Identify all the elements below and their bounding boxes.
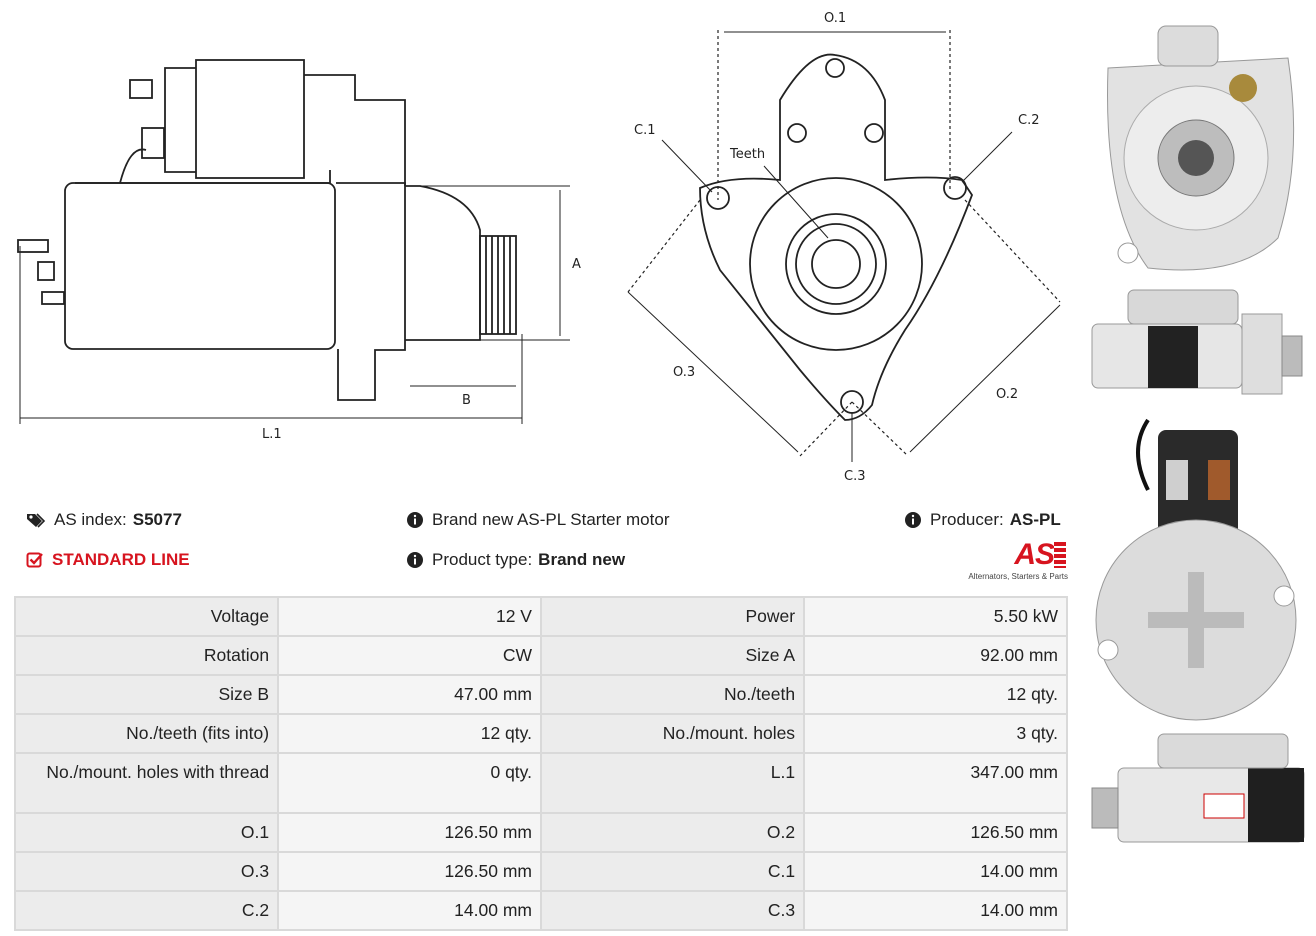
info-icon xyxy=(407,512,423,528)
teeth-label: Teeth xyxy=(729,147,765,162)
spec-label: C.3 xyxy=(541,892,804,929)
spec-label: C.2 xyxy=(16,892,278,929)
table-row: Voltage 12 V Power 5.50 kW xyxy=(16,598,1066,635)
spec-label: Voltage xyxy=(16,598,278,635)
spec-label: No./teeth (fits into) xyxy=(16,715,278,752)
dim-a-label: A xyxy=(572,257,581,272)
table-row: O.1 126.50 mm O.2 126.50 mm xyxy=(16,814,1066,851)
spec-value: 12 V xyxy=(279,598,540,635)
tags-icon xyxy=(27,513,46,528)
spec-label: Size B xyxy=(16,676,278,713)
spec-value: CW xyxy=(279,637,540,674)
specs-table: Voltage 12 V Power 5.50 kW Rotation CW S… xyxy=(14,596,1068,931)
table-row: Rotation CW Size A 92.00 mm xyxy=(16,637,1066,674)
product-type-label: Product type: xyxy=(432,550,533,569)
dim-o3-label: O.3 xyxy=(673,365,695,380)
spec-label: No./mount. holes xyxy=(541,715,804,752)
dim-b-label: B xyxy=(462,393,471,408)
standard-line-label: STANDARD LINE xyxy=(52,550,190,569)
dim-c2-label: C.2 xyxy=(1018,113,1039,128)
spec-value: 47.00 mm xyxy=(279,676,540,713)
product-photo-side-top xyxy=(1088,284,1310,400)
as-pl-logo: AS Alternators, Starters & Parts xyxy=(964,538,1068,582)
as-index: AS index: S5077 xyxy=(26,510,182,530)
checkbox-checked-icon xyxy=(26,552,43,568)
spec-label: Power xyxy=(541,598,804,635)
dim-c3-label: C.3 xyxy=(844,469,865,484)
spec-value: 126.50 mm xyxy=(805,814,1066,851)
info-icon xyxy=(407,552,423,568)
table-row: O.3 126.50 mm C.1 14.00 mm xyxy=(16,853,1066,890)
description-text: Brand new AS-PL Starter motor xyxy=(432,510,670,529)
description: Brand new AS-PL Starter motor xyxy=(406,510,669,530)
table-row: No./teeth (fits into) 12 qty. No./mount.… xyxy=(16,715,1066,752)
producer-label: Producer: xyxy=(930,510,1004,529)
spec-value: 0 qty. xyxy=(279,754,540,812)
info-icon xyxy=(905,512,921,528)
standard-line: STANDARD LINE xyxy=(26,550,190,570)
spec-value: 14.00 mm xyxy=(805,853,1066,890)
spec-label: O.1 xyxy=(16,814,278,851)
dim-l1-label: L.1 xyxy=(262,427,282,442)
spec-value: 14.00 mm xyxy=(279,892,540,929)
spec-label: O.2 xyxy=(541,814,804,851)
spec-value: 347.00 mm xyxy=(805,754,1066,812)
table-row: C.2 14.00 mm C.3 14.00 mm xyxy=(16,892,1066,929)
spec-value: 3 qty. xyxy=(805,715,1066,752)
dim-c1-label: C.1 xyxy=(634,123,655,138)
logo-text: AS xyxy=(1014,538,1055,571)
spec-label: No./mount. holes with thread xyxy=(16,754,278,812)
spec-value: 126.50 mm xyxy=(279,853,540,890)
spec-label: Rotation xyxy=(16,637,278,674)
spec-value: 14.00 mm xyxy=(805,892,1066,929)
producer-value: AS-PL xyxy=(1009,510,1061,529)
as-index-value: S5077 xyxy=(132,510,182,529)
spec-value: 126.50 mm xyxy=(279,814,540,851)
spec-value: 92.00 mm xyxy=(805,637,1066,674)
dim-o2-label: O.2 xyxy=(996,387,1018,402)
spec-label: O.3 xyxy=(16,853,278,890)
product-photo-side-bottom xyxy=(1088,728,1310,848)
front-view-drawing: O.1 C.1 C.2 Teeth O.3 O.2 C.3 xyxy=(627,11,1061,484)
product-type-value: Brand new xyxy=(538,550,626,569)
spec-label: C.1 xyxy=(541,853,804,890)
product-photo-front xyxy=(1088,8,1310,280)
spec-label: Size A xyxy=(541,637,804,674)
table-row: No./mount. holes with thread 0 qty. L.1 … xyxy=(16,754,1066,812)
as-index-label: AS index: xyxy=(54,510,127,529)
logo-tagline: Alternators, Starters & Parts xyxy=(968,572,1068,581)
dim-o1-label: O.1 xyxy=(824,11,846,26)
product-type: Product type: Brand new xyxy=(406,550,625,570)
table-row: Size B 47.00 mm No./teeth 12 qty. xyxy=(16,676,1066,713)
spec-value: 12 qty. xyxy=(805,676,1066,713)
spec-value: 5.50 kW xyxy=(805,598,1066,635)
producer: Producer: AS-PL xyxy=(904,510,1061,530)
spec-label: L.1 xyxy=(541,754,804,812)
spec-value: 12 qty. xyxy=(279,715,540,752)
product-photo-rear xyxy=(1088,410,1310,726)
spec-label: No./teeth xyxy=(541,676,804,713)
side-view-drawing: A B L.1 xyxy=(17,59,581,442)
